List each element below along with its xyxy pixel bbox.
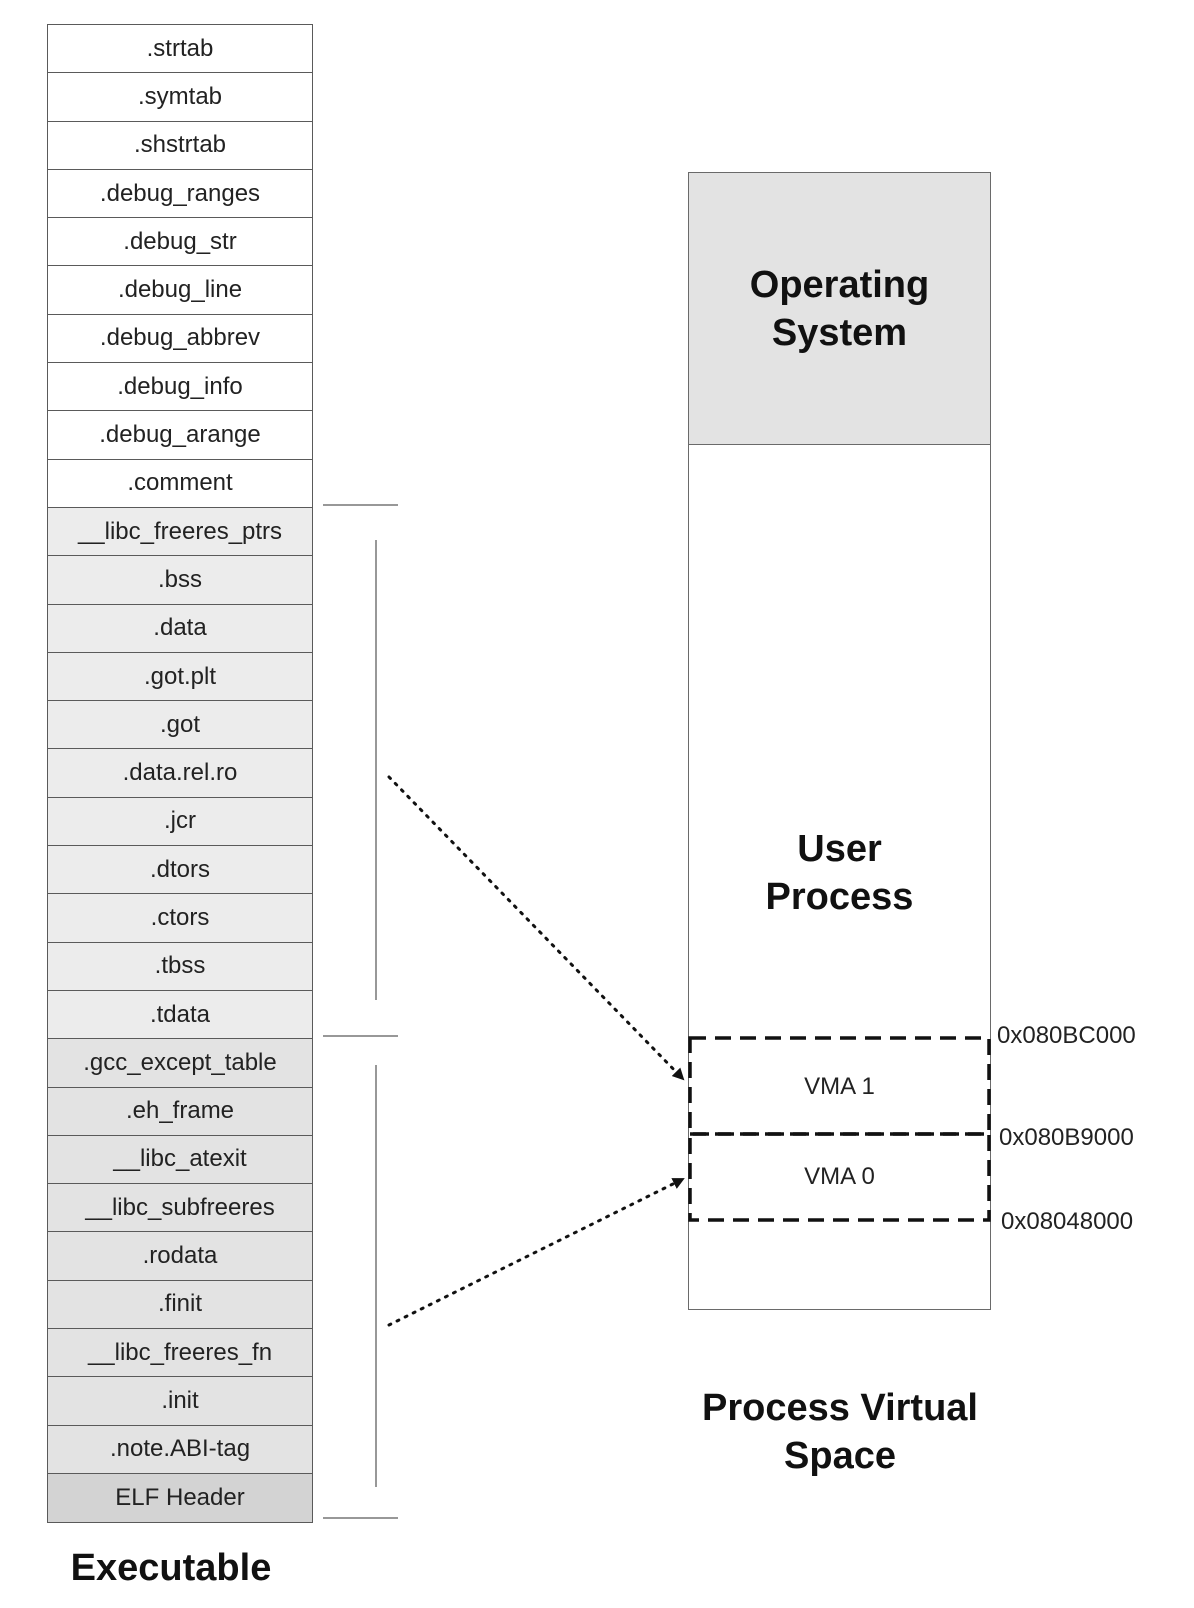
section-row: .debug_line: [48, 266, 312, 315]
process-virtual-space-caption: Process Virtual Space: [701, 1387, 978, 1477]
section-row: .tdata: [48, 990, 312, 1040]
section-row: ELF Header: [48, 1473, 312, 1523]
section-row: __libc_freeres_fn: [48, 1329, 312, 1378]
vma0-label: VMA 0: [804, 1163, 875, 1190]
section-row: .shstrtab: [48, 121, 312, 170]
section-row: .debug_arange: [48, 411, 312, 460]
section-row: .init: [48, 1377, 312, 1426]
section-row: .jcr: [48, 797, 312, 847]
section-row: .strtab: [48, 25, 312, 74]
executable-section-table: .strtab.symtab.shstrtab.debug_ranges.deb…: [47, 24, 313, 1524]
operating-system-region: Operating System: [689, 173, 990, 445]
process-virtual-space-column: Operating System User Process VMA 1 VMA …: [688, 172, 991, 1310]
operating-system-label: Operating System: [749, 264, 930, 354]
arrow-to-vma1: [387, 775, 685, 1081]
vma0-start-address: 0x08048000: [1001, 1208, 1134, 1235]
section-row: .got: [48, 701, 312, 750]
section-row: .eh_frame: [48, 1087, 312, 1136]
section-row: __libc_freeres_ptrs: [48, 507, 312, 557]
section-row: .symtab: [48, 73, 312, 122]
section-row: .debug_info: [48, 363, 312, 412]
arrow-to-vma0: [387, 1177, 685, 1327]
vma1-end-address: 0x080BC000: [997, 1022, 1136, 1049]
vma1-box: [688, 1036, 991, 1136]
section-row: .rodata: [48, 1232, 312, 1281]
section-row: __libc_subfreeres: [48, 1184, 312, 1233]
section-row: .tbss: [48, 942, 312, 991]
section-row: .finit: [48, 1280, 312, 1330]
section-row: .got.plt: [48, 652, 312, 702]
executable-caption: Executable: [70, 1547, 272, 1589]
section-row: __libc_atexit: [48, 1135, 312, 1185]
section-row: .comment: [48, 459, 312, 508]
section-row: .dtors: [48, 846, 312, 895]
user-process-label: User Process: [765, 828, 914, 918]
section-row: .note.ABI-tag: [48, 1425, 312, 1474]
vma1-start-address: 0x080B9000: [999, 1124, 1134, 1151]
vma0-box: [688, 1132, 991, 1222]
section-row: .debug_abbrev: [48, 314, 312, 364]
vma1-label: VMA 1: [804, 1073, 875, 1100]
section-row: .data.rel.ro: [48, 749, 312, 798]
section-row: .gcc_except_table: [48, 1039, 312, 1088]
section-row: .debug_ranges: [48, 169, 312, 219]
section-row: .debug_str: [48, 218, 312, 267]
section-row: .data: [48, 604, 312, 653]
section-row: .bss: [48, 556, 312, 605]
section-row: .ctors: [48, 894, 312, 943]
